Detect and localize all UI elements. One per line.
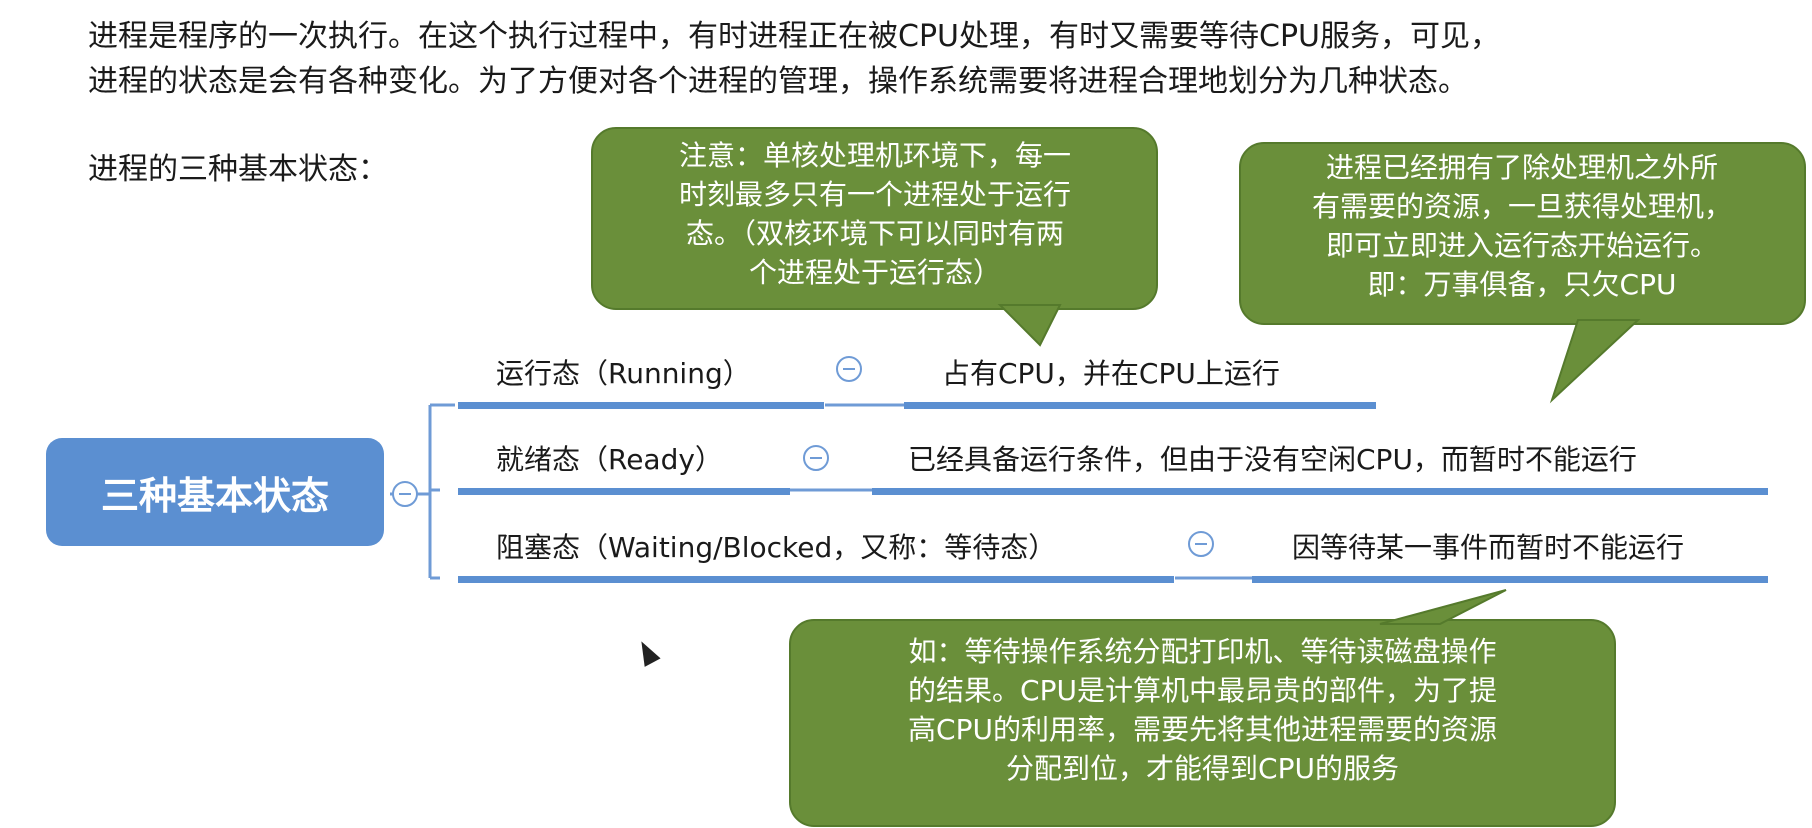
state-waiting-underline: [458, 576, 1174, 583]
note-single-core: 注意：单核处理机环境下，每一 时刻最多只有一个进程处于运行 态。（双核环境下可以…: [678, 139, 1071, 289]
callout-waiting-pointer: [1379, 589, 1507, 625]
mindmap-root[interactable]: 三种基本状态: [46, 438, 384, 546]
state-ready-underline: [458, 488, 790, 495]
intro-line-2: 进程的状态是会有各种变化。为了方便对各个进程的管理，操作系统需要将进程合理地划分…: [88, 64, 1468, 99]
state-running-description: 占有CPU，并在CPU上运行: [942, 357, 1280, 390]
note-waiting: 如：等待操作系统分配打印机、等待读磁盘操作 的结果。CPU是计算机中最昂贵的部件…: [908, 635, 1497, 785]
description-ready-underline: [872, 488, 1768, 495]
state-waiting-description: 因等待某一事件而暂时不能运行: [1292, 531, 1685, 564]
description-running-underline: [904, 402, 1376, 409]
state-ready-label: 就绪态（Ready）: [496, 443, 723, 476]
state-waiting-label: 阻塞态（Waiting/Blocked，又称：等待态）: [496, 531, 1057, 564]
collapse-running-icon[interactable]: [836, 356, 862, 382]
state-ready-description: 已经具备运行条件，但由于没有空闲CPU，而暂时不能运行: [908, 443, 1637, 476]
collapse-ready-icon[interactable]: [803, 445, 829, 471]
intro-line-1: 进程是程序的一次执行。在这个执行过程中，有时进程正在被CPU处理，有时又需要等待…: [88, 19, 1500, 54]
callout-single-core-box: [591, 127, 1158, 310]
intro-text: 进程是程序的一次执行。在这个执行过程中，有时进程正在被CPU处理，有时又需要等待…: [88, 14, 1500, 104]
callout-waiting-box: [789, 619, 1616, 827]
state-running-underline: [458, 402, 824, 409]
section-heading: 进程的三种基本状态：: [88, 152, 388, 187]
state-running-label: 运行态（Running）: [496, 357, 751, 390]
description-waiting-underline: [1252, 576, 1768, 583]
callout-ready-pointer: [1549, 319, 1641, 404]
callout-ready-box: [1239, 142, 1806, 325]
note-ready: 进程已经拥有了除处理机之外所 有需要的资源，一旦获得处理机， 即可立即进入运行态…: [1311, 151, 1732, 301]
callout-single-core-pointer: [997, 304, 1062, 347]
collapse-waiting-icon[interactable]: [1188, 531, 1214, 557]
collapse-root-icon[interactable]: [392, 481, 418, 507]
